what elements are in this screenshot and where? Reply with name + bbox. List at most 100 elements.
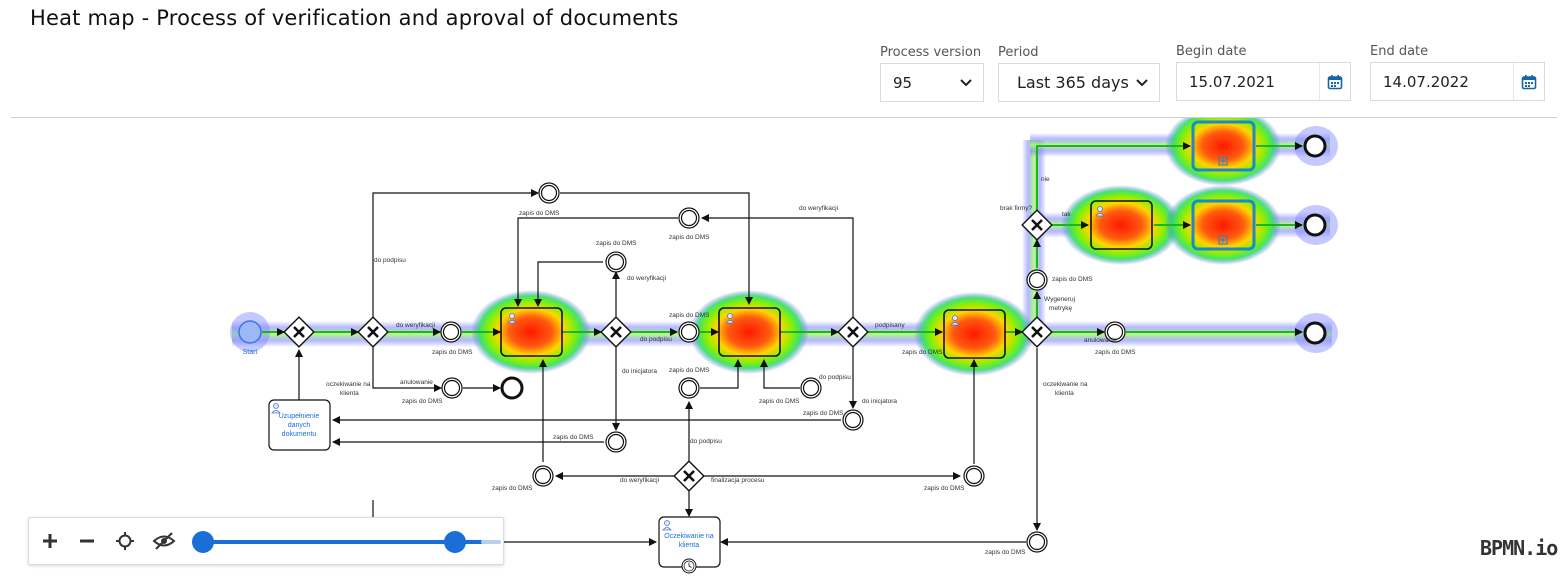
user-icon (662, 520, 672, 531)
end-date-input[interactable]: 14.07.2022 (1370, 62, 1545, 101)
flow-label: do weryfikacji (799, 205, 838, 212)
flow-label: do weryfikacji (396, 322, 435, 329)
end-date-value: 14.07.2022 (1383, 72, 1469, 91)
process-version-value: 95 (893, 73, 913, 92)
flow-label: klienta (1055, 390, 1074, 397)
begin-date-input[interactable]: 15.07.2021 (1176, 62, 1351, 101)
flow-label: anulowanie (400, 379, 433, 386)
crosshair-icon (116, 532, 134, 550)
flow-label: nie (1041, 176, 1050, 183)
flow-label: zapis do DMS (519, 210, 560, 217)
flow-label: zapis do DMS (669, 367, 710, 374)
exclusive-gateway (357, 316, 389, 348)
user-icon (950, 315, 960, 326)
end-events[interactable] (500, 134, 1327, 400)
start-event[interactable] (238, 320, 262, 344)
hot-tasks[interactable] (500, 200, 1153, 359)
flow-label: metrykę (1049, 305, 1073, 312)
zoom-toolbar (28, 517, 504, 565)
zoom-in-button[interactable] (37, 528, 63, 554)
flow-label: zapis do DMS (1095, 349, 1136, 356)
flow-label: tak (1062, 211, 1071, 218)
flow-label: do inicjatora (622, 368, 657, 375)
plus-icon (43, 534, 57, 548)
calendar-icon[interactable] (1319, 63, 1350, 100)
flow-label: podpisany (875, 322, 905, 329)
flow-label: klienta (340, 390, 359, 397)
hot-subprocesses[interactable] (1191, 120, 1256, 251)
user-icon (271, 403, 281, 414)
bpmn-io-logo[interactable]: BPMN.io (1480, 536, 1558, 560)
heat-slider-track[interactable] (201, 540, 489, 544)
flow-label: zapis do DMS (669, 234, 710, 241)
exclusive-gateway (283, 316, 315, 348)
header-divider (11, 117, 1557, 118)
hot-sequence-flows (262, 142, 1303, 336)
period-value: Last 365 days (1017, 73, 1129, 92)
toggle-visibility-button[interactable] (151, 528, 177, 554)
start-event-label: Start (243, 349, 258, 356)
user-icon (507, 313, 517, 324)
flow-label: zapis do DMS (902, 349, 943, 356)
page-title: Heat map - Process of verification and a… (30, 6, 679, 30)
end-event (1303, 321, 1327, 345)
heat-slider-track-rest[interactable] (481, 540, 501, 544)
flow-label: oczekiwanie na (1043, 381, 1088, 388)
eye-off-icon (152, 532, 176, 550)
chevron-down-icon (1136, 79, 1148, 87)
process-version-label: Process version (880, 45, 982, 60)
subprocess-marker-icon (1218, 235, 1228, 245)
task-fill-data[interactable] (268, 399, 331, 451)
flow-label: zapis do DMS (432, 349, 473, 356)
flow-label: zapis do DMS (553, 434, 594, 441)
exclusive-gateway (837, 316, 869, 348)
begin-date-value: 15.07.2021 (1189, 72, 1275, 91)
flow-label: brak firmy? (1000, 205, 1033, 212)
exclusive-gateways[interactable] (283, 209, 1053, 492)
user-icon (725, 313, 735, 324)
flow-label: Wygeneruj (1044, 296, 1075, 303)
task-hot (943, 309, 1006, 359)
subprocess-hot (1191, 120, 1256, 172)
flow-label: zapis do DMS (759, 398, 800, 405)
flow-label: do weryfikacji (627, 275, 666, 282)
intermediate-events[interactable] (440, 182, 1126, 553)
flow-label: zapis do DMS (402, 398, 443, 405)
flow-labels: do podpisu do weryfikacji zapis do DMS z… (326, 176, 1136, 556)
process-version-select[interactable]: 95 (880, 63, 984, 102)
exclusive-gateway (600, 316, 632, 348)
begin-date-label: Begin date (1176, 44, 1247, 59)
period-label: Period (998, 45, 1039, 60)
user-task-icons (507, 156, 1228, 326)
subprocess-hot (1191, 199, 1256, 251)
flow-label: oczekiwanie na (326, 381, 371, 388)
flow-label: zapis do DMS (924, 485, 965, 492)
flow-label: zapis do DMS (985, 549, 1026, 556)
chevron-down-icon (960, 79, 972, 87)
fit-view-button[interactable] (112, 528, 138, 554)
bpmn-heatmap-canvas[interactable]: Start (0, 118, 1560, 585)
flow-label: anulowanie (1084, 337, 1117, 344)
zoom-out-button[interactable] (74, 528, 100, 554)
heat-flow-glow (230, 118, 1338, 376)
period-select[interactable]: Last 365 days (998, 63, 1160, 102)
exclusive-gateway (673, 460, 705, 492)
heat-slider-max-thumb[interactable] (444, 531, 466, 553)
heat-slider-min-thumb[interactable] (192, 531, 214, 553)
task-wait-client[interactable] (658, 516, 721, 574)
flow-label: zapis do DMS (803, 410, 844, 417)
end-event (1303, 134, 1327, 158)
flow-label: zapis do DMS (669, 312, 710, 319)
task-hot (718, 307, 781, 357)
flow-label: do podpisu (640, 336, 672, 343)
flow-label: do podpisu (374, 257, 406, 264)
timer-icon (681, 558, 697, 574)
flow-label: do weryfikacji (620, 477, 659, 484)
flow-label: finalizacja procesu (711, 477, 765, 484)
calendar-icon[interactable] (1513, 63, 1544, 100)
flow-label: do inicjatora (862, 398, 897, 405)
subprocess-marker-icon (1218, 156, 1228, 166)
flow-label: do podpisu (690, 438, 722, 445)
